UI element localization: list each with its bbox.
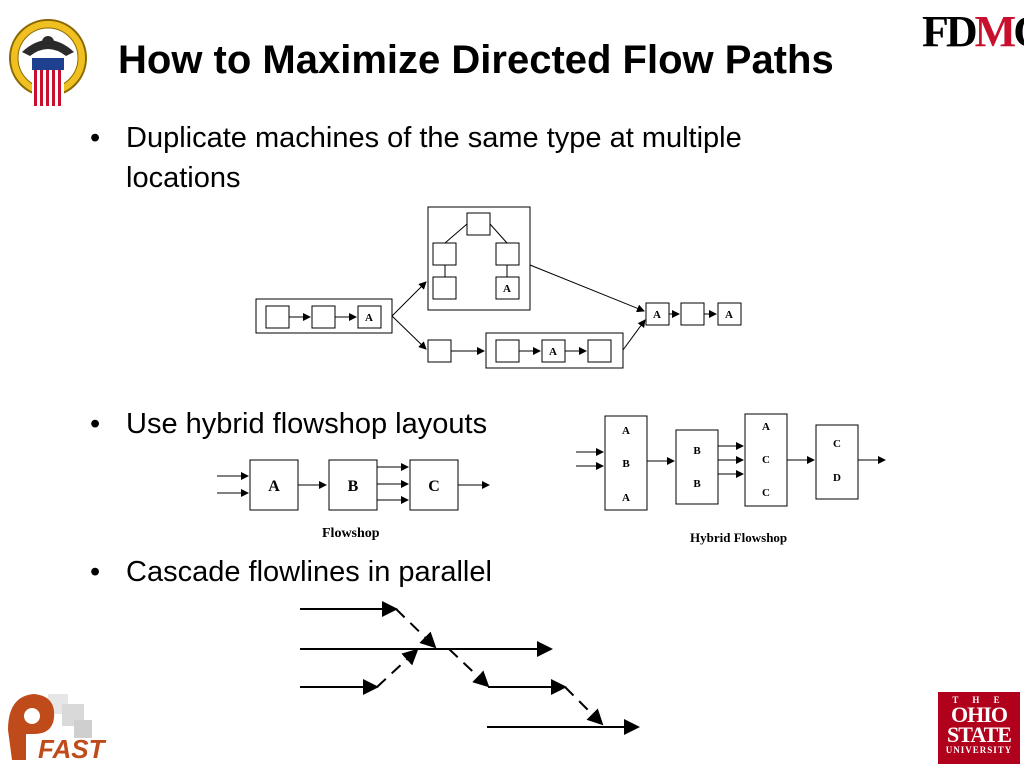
hybrid-label: A bbox=[622, 492, 630, 504]
machine-label: A bbox=[503, 283, 511, 295]
flowshop-machine-c bbox=[409, 459, 459, 511]
osu-ohio: OHIO bbox=[951, 702, 1008, 727]
machine-label: A bbox=[365, 312, 373, 324]
slide-title: How to Maximize Directed Flow Paths bbox=[118, 38, 834, 82]
bullet-dot: • bbox=[90, 122, 101, 154]
machine-box-a bbox=[717, 302, 742, 326]
hybrid-stage-1 bbox=[604, 415, 648, 511]
bottom-cell-frame bbox=[485, 332, 624, 369]
bullet-dot: • bbox=[90, 408, 101, 440]
hybrid-label: C bbox=[762, 454, 770, 466]
hybrid-label: D bbox=[833, 472, 841, 484]
ohio-state-logo: T H E OHIO STATE UNIVERSITY bbox=[938, 692, 1020, 764]
hybrid-label: A bbox=[622, 425, 630, 437]
bullet-duplicate: • Duplicate machines of the same type at… bbox=[90, 118, 742, 198]
dla-seal-logo bbox=[9, 19, 87, 106]
bullet-text-line1: Duplicate machines of the same type at m… bbox=[126, 122, 742, 154]
hybrid-label: C bbox=[762, 487, 770, 499]
fast-logo-text: FAST bbox=[38, 734, 105, 764]
fast-logo bbox=[8, 694, 92, 760]
machine-label: A bbox=[653, 309, 661, 321]
fdmc-logo: FDMC bbox=[922, 7, 1024, 56]
machine-label: A bbox=[725, 309, 733, 321]
flowshop-label: C bbox=[428, 478, 440, 495]
bullet-hybrid: • Use hybrid flowshop layouts bbox=[90, 404, 488, 444]
flowshop-label: B bbox=[348, 478, 359, 495]
hybrid-label: A bbox=[762, 421, 770, 433]
flowshop-caption: Flowshop bbox=[322, 526, 380, 541]
hybrid-label: B bbox=[693, 478, 701, 490]
machine-label: A bbox=[549, 346, 557, 358]
flowshop-label: A bbox=[268, 478, 280, 495]
hybrid-stage-3 bbox=[744, 413, 788, 507]
bullet-text-line2: locations bbox=[126, 162, 241, 194]
osu-the: T H E bbox=[952, 695, 1006, 705]
hybrid-stage-4 bbox=[815, 424, 859, 500]
flowshop-machine-b bbox=[328, 459, 378, 511]
hybrid-label: B bbox=[622, 458, 630, 470]
machine-box-a bbox=[357, 305, 382, 329]
bullet-text: Cascade flowlines in parallel bbox=[126, 556, 492, 588]
osu-state: STATE bbox=[947, 722, 1012, 747]
bullet-text: Use hybrid flowshop layouts bbox=[126, 408, 488, 440]
osu-university: UNIVERSITY bbox=[945, 745, 1013, 755]
hybrid-label: B bbox=[693, 445, 701, 457]
hybrid-stage-2 bbox=[675, 429, 719, 505]
hybrid-flowshop-caption: Hybrid Flowshop bbox=[690, 530, 788, 545]
bullet-dot: • bbox=[90, 556, 101, 588]
hybrid-label: C bbox=[833, 438, 841, 450]
top-cell-frame bbox=[427, 206, 531, 311]
machine-box bbox=[587, 339, 612, 363]
flowshop-machine-a bbox=[249, 459, 299, 511]
bullet-cascade: • Cascade flowlines in parallel bbox=[90, 552, 492, 592]
